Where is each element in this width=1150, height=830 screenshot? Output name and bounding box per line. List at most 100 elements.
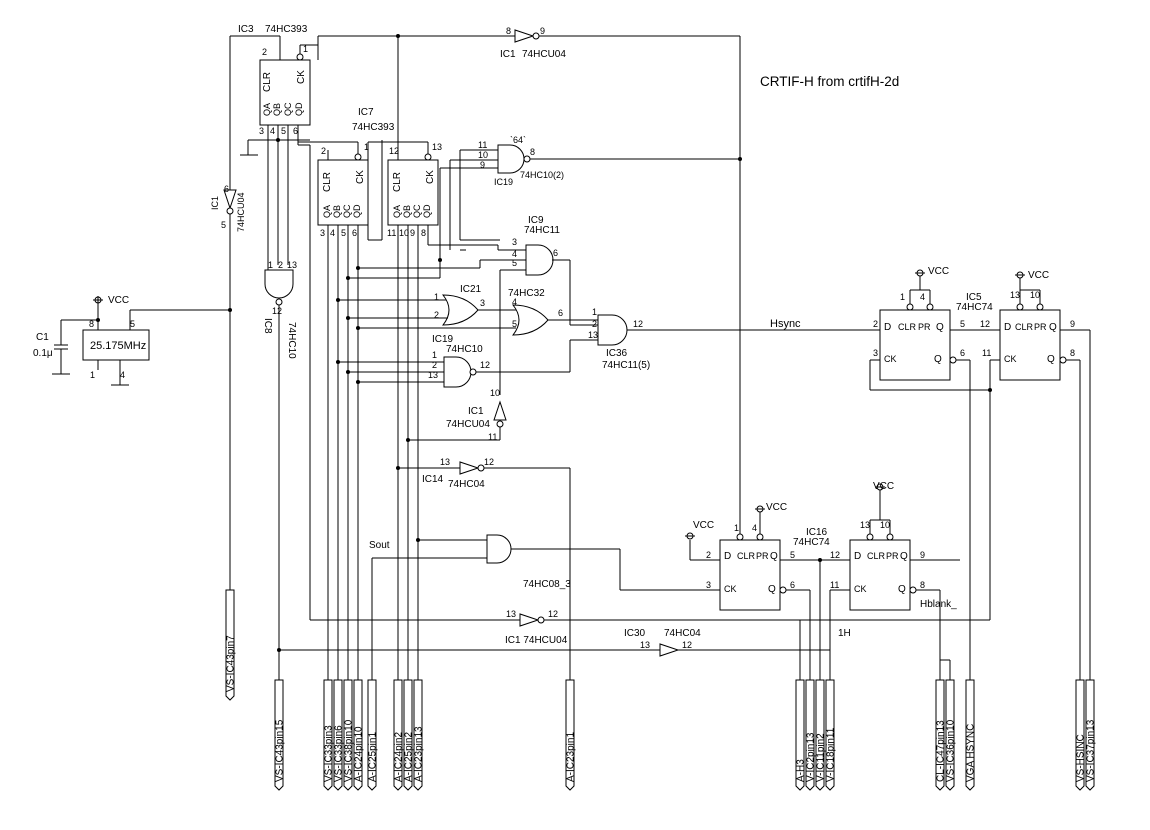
connector-label: VS-IC37pin13 <box>1086 719 1097 782</box>
connector-label: A-IC23pin13 <box>414 726 425 782</box>
svg-text:Q: Q <box>898 584 906 595</box>
svg-text:IC1: IC1 <box>500 49 516 60</box>
svg-text:PR: PR <box>756 551 769 561</box>
svg-text:10: 10 <box>399 228 409 238</box>
svg-text:6: 6 <box>960 348 965 358</box>
ic16-flipflop: IC16 74HC74 D CLR PR Q CK Q D CLR PR Q C… <box>685 481 960 680</box>
svg-text:12: 12 <box>830 550 840 560</box>
svg-text:Q: Q <box>768 584 776 595</box>
svg-text:QD: QD <box>422 204 432 218</box>
svg-text:D: D <box>724 551 731 562</box>
connector-label: VS-IC33pin3 <box>324 725 335 782</box>
connector-label: A-IC24pin2 <box>394 732 405 782</box>
svg-text:IC21: IC21 <box>460 284 482 295</box>
svg-text:6: 6 <box>293 126 298 136</box>
svg-text:3: 3 <box>259 126 264 136</box>
svg-text:VCC: VCC <box>766 502 787 513</box>
oscillator-frequency: 25.175MHz <box>90 340 146 352</box>
svg-text:4: 4 <box>120 370 125 380</box>
svg-text:Q: Q <box>770 551 778 562</box>
svg-text:74HCU04: 74HCU04 <box>522 49 566 60</box>
svg-text:CK: CK <box>296 70 307 84</box>
svg-text:CLR: CLR <box>867 551 886 561</box>
connector-flag: V-IC11pin2 <box>815 679 827 791</box>
svg-text:QA: QA <box>262 103 272 116</box>
svg-text:Q: Q <box>1049 322 1057 333</box>
svg-text:IC14: IC14 <box>422 474 444 485</box>
svg-text:QC: QC <box>283 102 293 116</box>
svg-text:3: 3 <box>320 228 325 238</box>
svg-text:74HC11: 74HC11 <box>524 225 560 236</box>
svg-text:1: 1 <box>900 292 905 302</box>
svg-text:12: 12 <box>480 360 490 370</box>
svg-text:74HC10(2): 74HC10(2) <box>520 170 564 180</box>
svg-text:IC16: IC16 <box>806 527 828 538</box>
svg-text:10: 10 <box>490 388 500 398</box>
svg-text:74HCU04: 74HCU04 <box>236 192 246 232</box>
svg-text:Q: Q <box>936 322 944 333</box>
svg-text:QB: QB <box>332 205 342 218</box>
svg-text:CK: CK <box>884 354 897 364</box>
svg-text:2: 2 <box>434 310 439 320</box>
net-hblank: Hblank_ <box>920 599 957 610</box>
connector-flag: VS-IC43pin7 <box>225 589 237 701</box>
connector-flag: CL-IC47pin13 <box>935 679 947 791</box>
svg-text:6: 6 <box>790 580 795 590</box>
svg-text:3: 3 <box>512 237 517 247</box>
svg-text:8: 8 <box>506 26 511 36</box>
svg-text:QB: QB <box>402 205 412 218</box>
svg-text:D: D <box>1004 322 1011 333</box>
connector-flag: V-IC18pin11 <box>825 679 837 791</box>
ic7-counter: IC7 74HC393 CLR CK CLR CK QA QB QC QD QA… <box>298 34 442 680</box>
svg-text:8: 8 <box>1070 348 1075 358</box>
svg-text:74HC32: 74HC32 <box>508 288 545 299</box>
svg-text:8: 8 <box>530 147 535 157</box>
svg-text:1: 1 <box>592 307 597 317</box>
svg-text:IC5: IC5 <box>966 292 982 303</box>
ic8-nand: IC8 74HC10 1 2 13 12 <box>262 140 297 680</box>
ic30-buffer: IC30 74HC04 13 12 <box>277 590 831 657</box>
svg-text:74HC74: 74HC74 <box>956 302 993 313</box>
svg-text:PR: PR <box>886 551 899 561</box>
svg-text:10: 10 <box>880 520 890 530</box>
svg-text:5: 5 <box>341 228 346 238</box>
svg-text:11: 11 <box>478 140 487 150</box>
svg-text:11: 11 <box>982 348 991 358</box>
svg-text:D: D <box>884 322 891 333</box>
svg-text:QD: QD <box>352 204 362 218</box>
ic1-top-inverter: 8 9 IC1 74HCU04 <box>317 26 741 530</box>
svg-text:6: 6 <box>224 184 229 194</box>
svg-text:4: 4 <box>270 126 275 136</box>
svg-text:CLR: CLR <box>392 172 403 192</box>
svg-text:4: 4 <box>512 297 517 307</box>
svg-text:6: 6 <box>352 228 357 238</box>
svg-text:74HC08_3: 74HC08_3 <box>523 579 571 590</box>
svg-text:IC1: IC1 <box>210 196 220 210</box>
connector-flag: A-IC24pin10 <box>353 679 365 791</box>
svg-text:IC30: IC30 <box>624 628 646 639</box>
connector-flag: V-IC2pin13 <box>805 679 817 791</box>
svg-text:CK: CK <box>854 584 867 594</box>
connector-label: VS-IC43pin15 <box>275 719 286 782</box>
connector-flag: VS-IC43pin15 <box>274 679 286 791</box>
connector-label: A-IC25pin1 <box>368 732 379 782</box>
svg-text:12: 12 <box>484 457 494 467</box>
svg-text:74HC74: 74HC74 <box>793 537 830 548</box>
svg-text:74HC393: 74HC393 <box>352 122 395 133</box>
svg-text:5: 5 <box>221 220 226 230</box>
svg-text:5: 5 <box>790 550 795 560</box>
svg-text:13: 13 <box>506 609 516 619</box>
svg-text:VCC: VCC <box>928 266 949 277</box>
svg-text:13: 13 <box>1010 290 1020 300</box>
svg-text:2: 2 <box>706 550 711 560</box>
svg-text:12: 12 <box>389 146 399 156</box>
svg-text:9: 9 <box>920 550 925 560</box>
svg-text:CLR: CLR <box>737 551 756 561</box>
svg-text:12: 12 <box>980 319 990 329</box>
svg-text:CLR: CLR <box>322 172 333 192</box>
svg-text:Q: Q <box>900 551 908 562</box>
clock-rail: IC1 74HCU04 5 6 <box>210 35 281 590</box>
svg-text:1: 1 <box>303 44 308 54</box>
